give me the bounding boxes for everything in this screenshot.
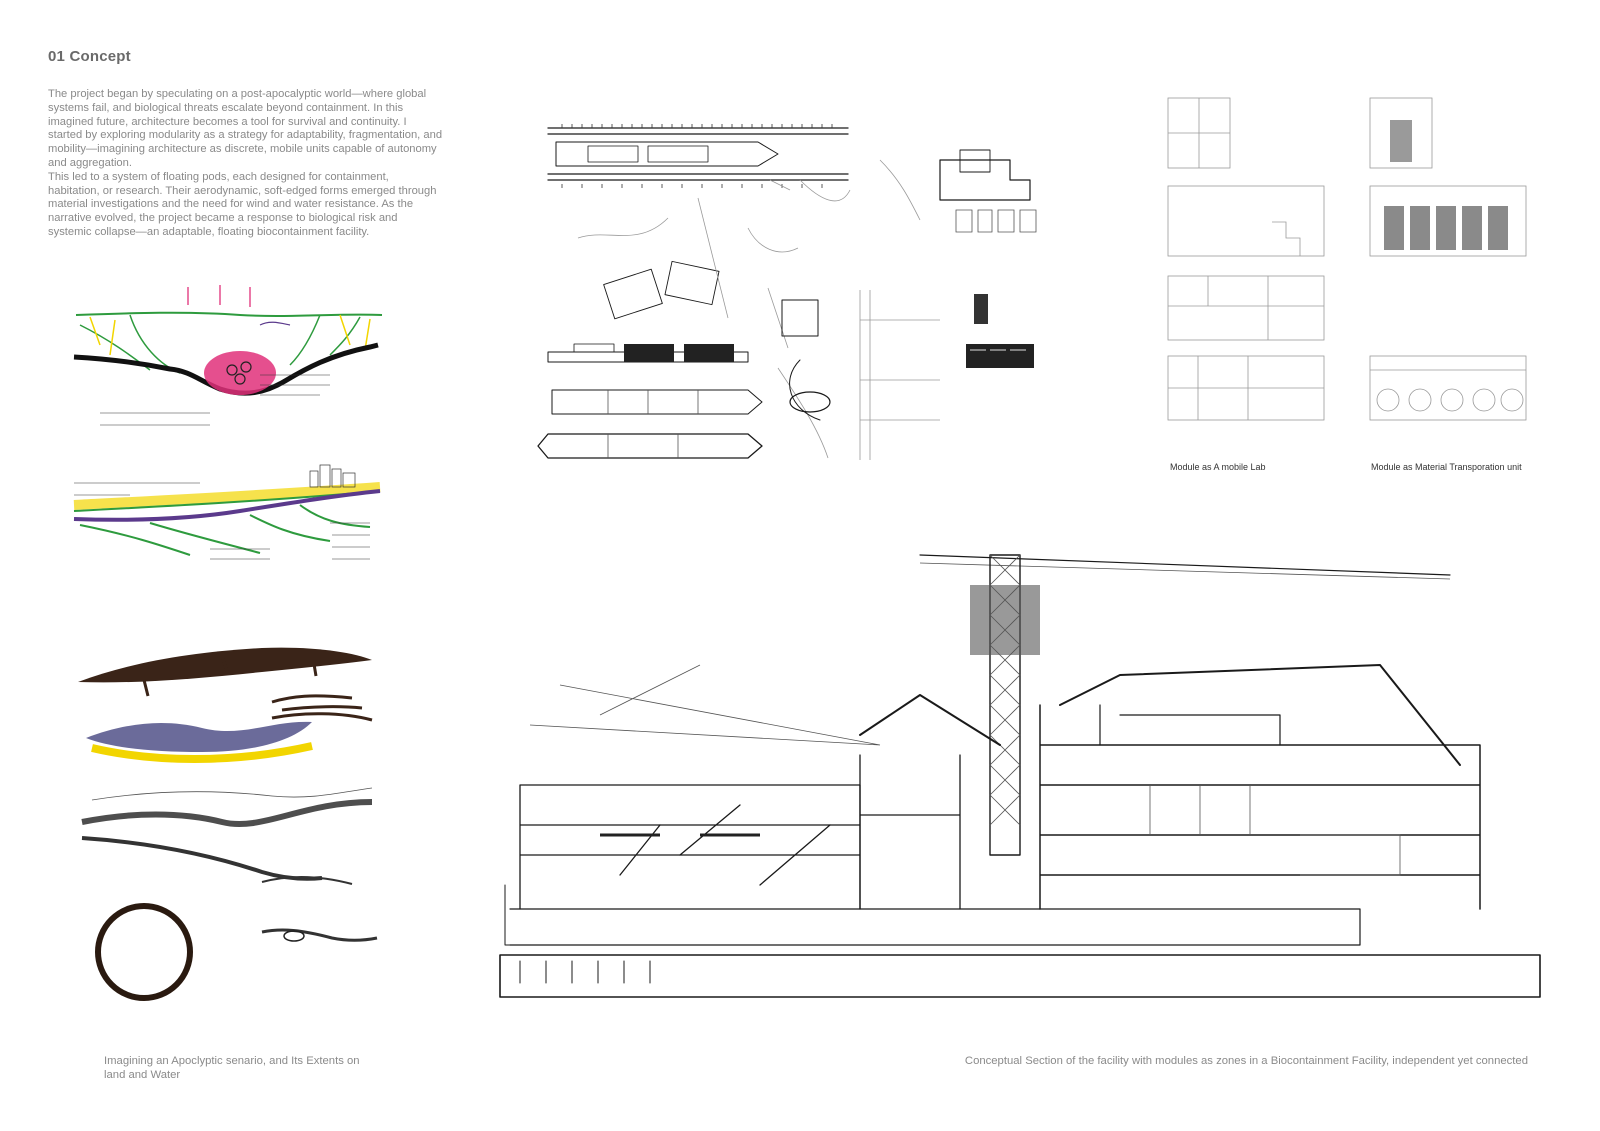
module-transport-label: Module as Material Transporation unit (1371, 462, 1522, 472)
conceptual-section-drawing (499, 554, 1541, 998)
intro-text: The project began by speculating on a po… (48, 88, 443, 240)
sketch-material-studies (78, 647, 378, 1001)
intro-paragraph-2: This led to a system of floating pods, e… (48, 170, 437, 238)
sketch-pod-plans (537, 124, 849, 459)
sketch-module-notes (769, 149, 1037, 460)
page-title: 01 Concept (48, 48, 131, 65)
intro-paragraph-1: The project began by speculating on a po… (48, 88, 443, 169)
sketch-landscape-contamination (73, 285, 383, 426)
caption-sketches: Imagining an Apoclyptic senario, and Its… (104, 1055, 360, 1081)
module-lab-label: Module as A mobile Lab (1170, 462, 1266, 472)
caption-section: Conceptual Section of the facility with … (964, 1055, 1528, 1067)
module-drawings (1167, 97, 1527, 421)
sketch-landscape-city (73, 464, 381, 560)
